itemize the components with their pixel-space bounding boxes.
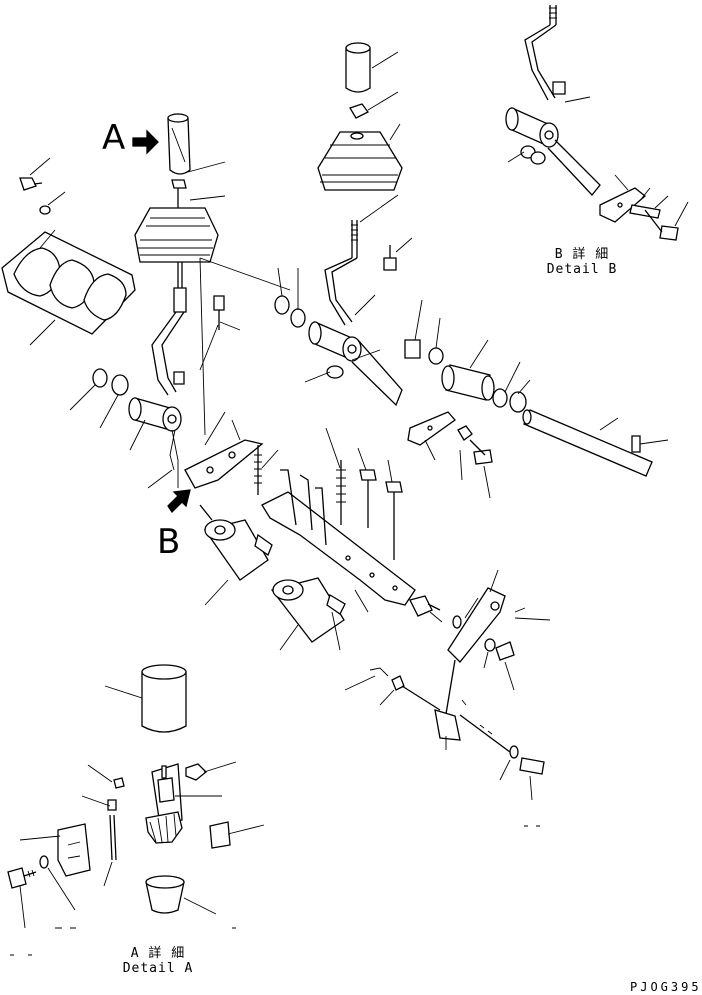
view-b-label: B	[157, 522, 181, 562]
detail-b-caption: B 詳 細 Detail B	[542, 243, 622, 277]
detail-a-en: Detail A	[122, 961, 194, 976]
lever-knob-a	[167, 113, 191, 175]
lower-linkage	[344, 569, 551, 801]
lever-boot-a	[134, 207, 219, 263]
mounting-bracket	[261, 491, 416, 606]
detail-a-caption: A 詳 細 Detail A	[118, 942, 198, 976]
switch-clip	[57, 823, 91, 877]
view-a-label: A	[102, 118, 126, 158]
detail-a-assembly	[7, 664, 540, 956]
view-a-arrow	[132, 129, 159, 155]
bracket-assembly	[199, 427, 416, 651]
view-b-arrow	[167, 489, 191, 514]
linkage-plate-a	[184, 439, 264, 489]
detail-b-assembly	[505, 5, 689, 241]
detail-b-en: Detail B	[546, 262, 618, 277]
center-lever-assembly	[274, 42, 669, 499]
lever-boot-b	[317, 131, 403, 191]
drawing-code: PJOG395	[630, 980, 702, 994]
left-lever-assembly	[1, 113, 291, 514]
detail-a-jp: A 詳 細	[130, 946, 186, 961]
detail-b-jp: B 詳 細	[554, 247, 610, 262]
